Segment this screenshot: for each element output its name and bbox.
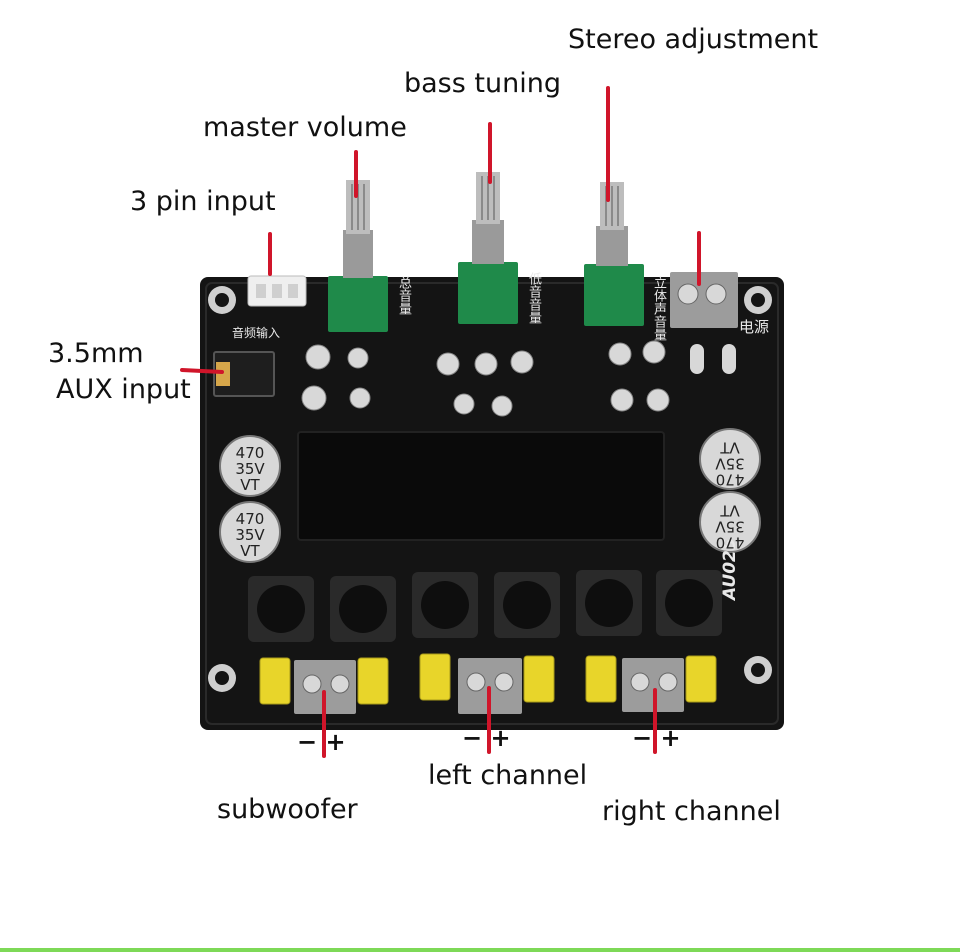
stereo-adjustment-pot — [584, 182, 644, 326]
capacitor-label: 470 35V VT — [235, 510, 265, 560]
label-stereo-adjustment: Stereo adjustment — [568, 24, 819, 55]
label-aux-line1: 3.5mm — [48, 338, 144, 369]
capacitor-label: 470 35V VT — [715, 438, 745, 489]
label-aux-line2: AUX input — [56, 374, 191, 405]
heatsink-block — [297, 431, 665, 541]
master-volume-silk: 总音量 — [396, 276, 411, 315]
pointer-lines — [180, 86, 701, 758]
audio-input-silk: 音频输入 — [232, 326, 281, 340]
mounting-hole-icon — [208, 286, 772, 692]
three-pin-connector — [247, 275, 307, 307]
label-left-channel: left channel — [428, 760, 588, 791]
small-capacitors — [301, 340, 670, 417]
label-master-volume: master volume — [203, 112, 407, 143]
master-volume-pot — [328, 180, 388, 332]
inductors — [248, 570, 722, 642]
label-subwoofer: subwoofer — [217, 794, 358, 825]
bass-volume-silk: 低音音量 — [526, 272, 541, 324]
right-channel-terminal — [622, 658, 684, 712]
subwoofer-terminal — [294, 660, 356, 714]
polarity-right: − + — [632, 724, 681, 752]
polarity-subwoofer: − + — [297, 728, 346, 756]
left-channel-terminal — [458, 658, 522, 714]
aux-jack — [213, 351, 275, 397]
power-silk: 电源 — [739, 318, 770, 336]
power-terminal — [670, 272, 738, 374]
label-3-pin-input: 3 pin input — [130, 186, 276, 217]
polarity-left: − + — [462, 724, 511, 752]
label-right-channel: right channel — [602, 796, 781, 827]
capacitor-label: 470 35V VT — [715, 501, 745, 552]
capacitor-label: 470 35V VT — [235, 444, 265, 494]
label-bass-tuning: bass tuning — [404, 68, 561, 99]
film-capacitors — [259, 653, 717, 705]
bass-tuning-pot — [458, 172, 518, 324]
bottom-strip — [0, 948, 960, 952]
stereo-volume-silk: 立体声音量 — [651, 276, 666, 341]
large-capacitors — [219, 428, 761, 563]
